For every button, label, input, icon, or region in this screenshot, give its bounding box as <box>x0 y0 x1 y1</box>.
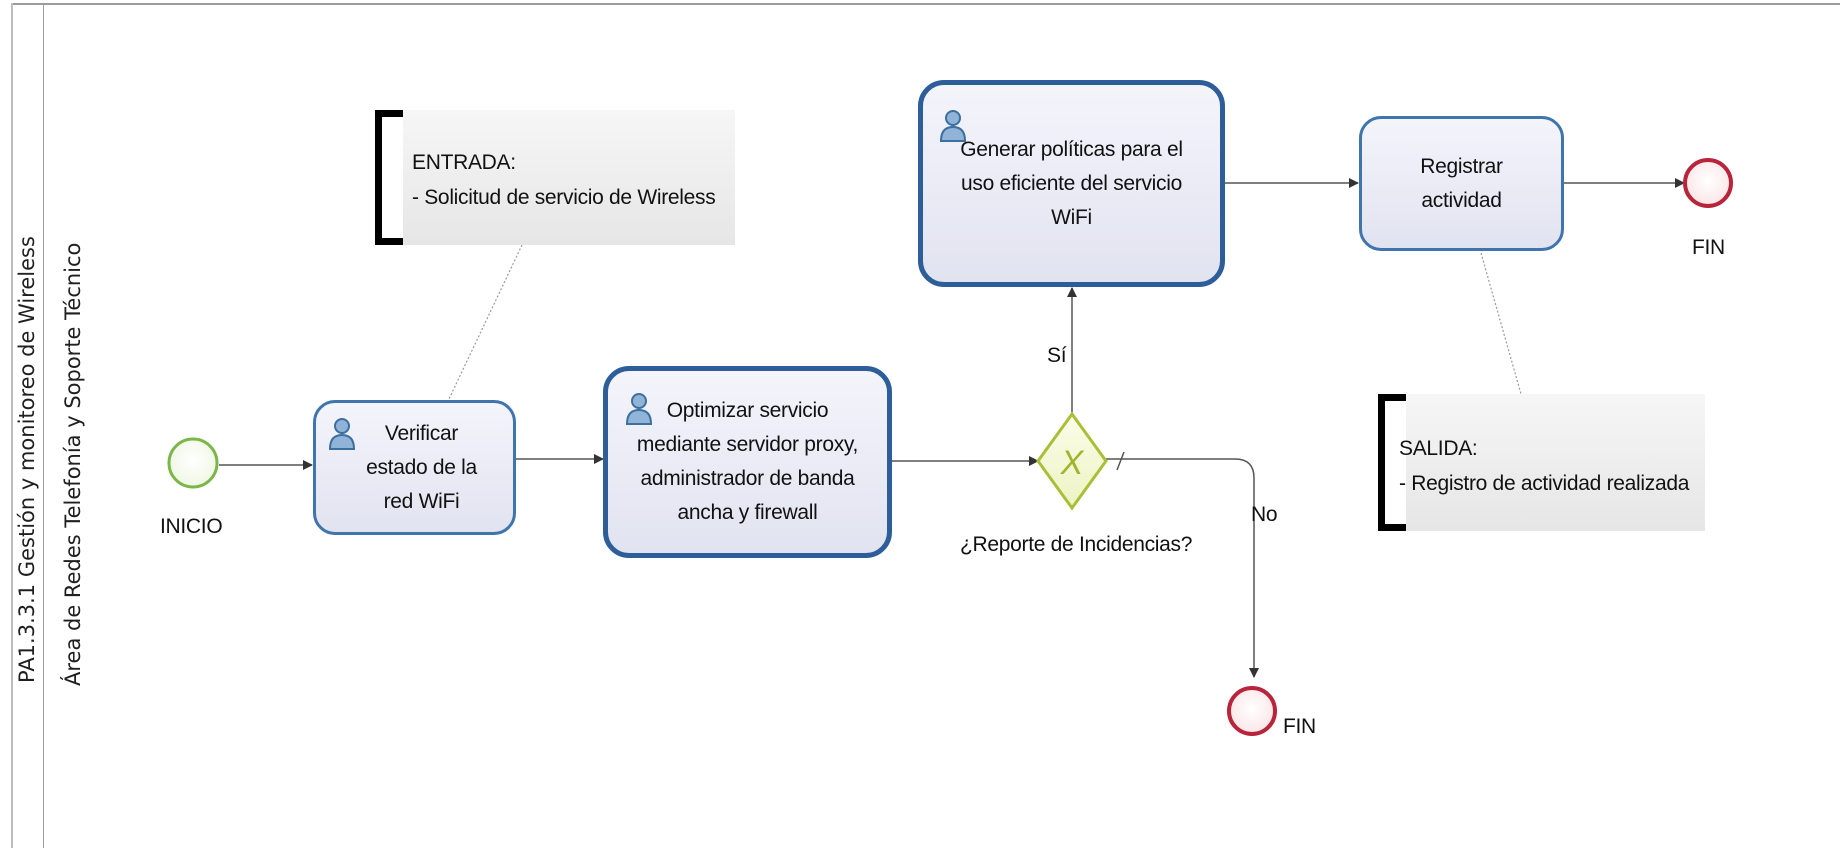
lane-divider <box>43 3 44 848</box>
flow-no-label: No <box>1251 503 1278 526</box>
exclusive-gateway-icon <box>1036 411 1108 511</box>
gateway-marker: X <box>1060 444 1085 482</box>
user-icon <box>328 418 356 450</box>
task-registrar-label: Registrar actividad <box>1420 154 1503 212</box>
gateway-question-label: ¿Reporte de Incidencias? <box>960 533 1193 556</box>
end-event-bottom[interactable] <box>1227 686 1277 736</box>
annotation-entrada-text: ENTRADA: - Solicitud de servicio de Wire… <box>412 151 716 209</box>
association-line-salida <box>1480 252 1522 395</box>
task-generar[interactable]: Generar políticas para el uso eficiente … <box>918 80 1225 287</box>
start-event-label: INICIO <box>160 515 223 538</box>
task-registrar[interactable]: Registrar actividad <box>1359 116 1564 251</box>
annotation-salida-text: SALIDA: - Registro de actividad realizad… <box>1399 437 1690 495</box>
end-event-top[interactable] <box>1683 158 1733 208</box>
start-event[interactable] <box>167 437 219 489</box>
annotation-entrada: ENTRADA: - Solicitud de servicio de Wire… <box>375 110 735 245</box>
task-verificar[interactable]: Verificar estado de la red WiFi <box>313 400 516 535</box>
task-verificar-label: Verificar estado de la red WiFi <box>366 421 477 513</box>
annotation-salida: SALIDA: - Registro de actividad realizad… <box>1378 394 1705 531</box>
user-icon <box>625 393 653 425</box>
task-generar-label: Generar políticas para el uso eficiente … <box>960 137 1183 229</box>
annotation-bracket <box>1378 394 1406 531</box>
end-event-bottom-label: FIN <box>1283 715 1316 738</box>
pool-left-border <box>11 3 13 848</box>
flow-yes-label: Sí <box>1047 344 1067 367</box>
exclusive-gateway[interactable]: X <box>1036 411 1108 511</box>
annotation-bracket <box>375 110 403 245</box>
default-flow-slash <box>1116 451 1125 471</box>
pool-top-border <box>11 3 1840 5</box>
flow-gateway-no <box>1106 458 1259 678</box>
task-optimizar[interactable]: Optimizar servicio mediante servidor pro… <box>603 366 892 558</box>
user-icon <box>939 110 967 142</box>
end-event-top-label: FIN <box>1692 236 1725 259</box>
association-line-entrada <box>448 244 523 400</box>
task-optimizar-label: Optimizar servicio mediante servidor pro… <box>636 399 859 524</box>
